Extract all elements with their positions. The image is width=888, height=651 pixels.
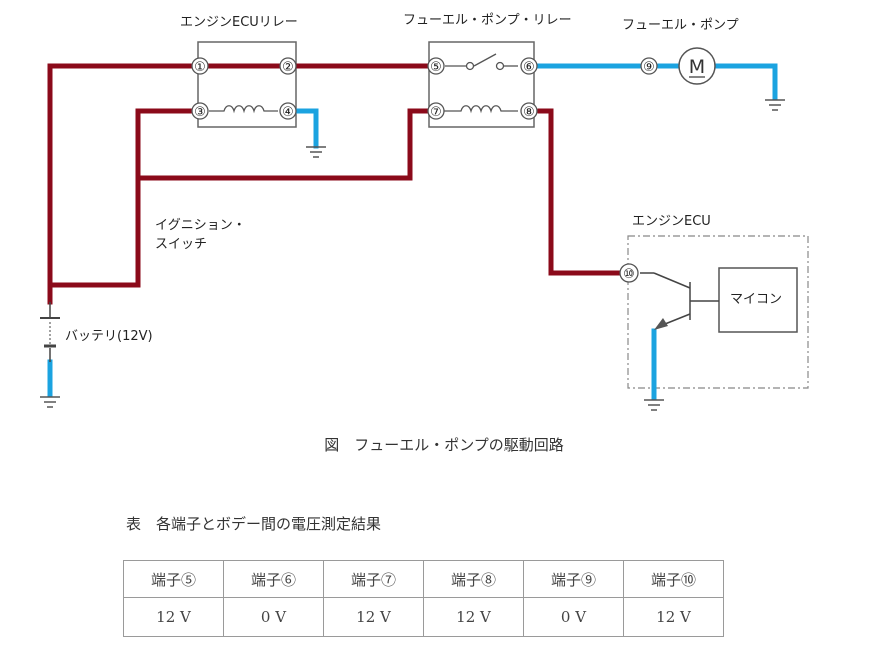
pump-relay-label: フューエル・ポンプ・リレー xyxy=(403,13,572,28)
header-terminal-10: 端子⑩ xyxy=(623,560,724,598)
table-caption: 表 各端子とボデー間の電圧測定結果 xyxy=(126,515,382,533)
positive-wiring xyxy=(47,63,621,305)
wire-ignition-to-terminal-7 xyxy=(135,108,429,181)
microcomputer-label: マイコン xyxy=(730,292,783,307)
header-terminal-8: 端子⑧ xyxy=(423,560,524,598)
voltage-results-table: 端子⑤ 端子⑥ 端子⑦ 端子⑧ 端子⑨ 端子⑩ 12 V 0 V 12 V 12… xyxy=(123,560,724,637)
value-terminal-8: 12 V xyxy=(423,597,524,637)
value-terminal-7: 12 V xyxy=(323,597,424,637)
terminal-7: ⑦ xyxy=(430,105,442,120)
microcomputer-box xyxy=(718,267,798,333)
battery-label: バッテリ(12V) xyxy=(65,329,153,344)
header-terminal-5: 端子⑤ xyxy=(123,560,224,598)
motor-symbol: M xyxy=(689,56,705,78)
header-terminal-6: 端子⑥ xyxy=(223,560,324,598)
pump-relay-box xyxy=(428,41,535,128)
value-terminal-9: 0 V xyxy=(523,597,624,637)
pump-relay-coil-icon xyxy=(441,105,518,114)
value-terminal-10: 12 V xyxy=(623,597,724,637)
ecu-relay-box xyxy=(197,41,297,128)
table-row: 12 V 0 V 12 V 12 V 0 V 12 V xyxy=(123,597,724,637)
terminal-4: ④ xyxy=(282,105,294,120)
wire-terminal-4-to-ground xyxy=(295,108,319,149)
table-header-row: 端子⑤ 端子⑥ 端子⑦ 端子⑧ 端子⑨ 端子⑩ xyxy=(123,560,724,598)
wire-motor-to-ground xyxy=(715,63,778,101)
terminal-numbers: ① ② ③ ④ ⑤ ⑥ ⑦ ⑧ ⑨ ⑩ xyxy=(194,60,655,282)
terminal-5: ⑤ xyxy=(430,60,442,75)
ground-icon xyxy=(40,396,60,408)
engine-ecu-label: エンジンECU xyxy=(632,214,711,229)
relay-coils xyxy=(209,105,518,114)
pump-relay-switch-icon xyxy=(445,53,518,71)
engine-ecu-box xyxy=(627,235,809,389)
ground-icon xyxy=(765,99,785,111)
wire-battery-to-terminal-1 xyxy=(47,63,195,305)
terminal-3: ③ xyxy=(194,105,206,120)
ecu-relay-coil-icon xyxy=(209,105,278,114)
terminal-9: ⑨ xyxy=(643,60,655,75)
header-terminal-9: 端子⑨ xyxy=(523,560,624,598)
terminal-8: ⑧ xyxy=(523,105,535,120)
terminal-1: ① xyxy=(194,60,206,75)
terminal-10: ⑩ xyxy=(623,267,635,282)
ignition-switch-label-line2: スイッチ xyxy=(155,237,208,252)
transistor-icon xyxy=(640,272,719,330)
battery-icon xyxy=(40,302,60,362)
ground-wiring xyxy=(47,63,778,401)
wire-ignition-to-terminal-3 xyxy=(47,108,193,288)
header-terminal-7: 端子⑦ xyxy=(323,560,424,598)
value-terminal-6: 0 V xyxy=(223,597,324,637)
ignition-switch-label-line1: イグニション・ xyxy=(155,218,246,233)
ground-symbols xyxy=(40,99,785,411)
ecu-relay-label: エンジンECUリレー xyxy=(180,15,298,30)
wire-terminal-8-to-terminal-10 xyxy=(537,108,621,276)
fuel-pump-motor-icon xyxy=(678,47,716,85)
fuel-pump-circuit-diagram: M ① ② ③ ④ ⑤ ⑥ ⑦ ⑧ ⑨ ⑩ xyxy=(40,41,809,411)
value-terminal-5: 12 V xyxy=(123,597,224,637)
figure-caption: 図 フューエル・ポンプの駆動回路 xyxy=(324,436,564,454)
ground-icon xyxy=(644,399,664,411)
terminal-6: ⑥ xyxy=(523,60,535,75)
terminal-circles xyxy=(191,57,658,283)
fuel-pump-label: フューエル・ポンプ xyxy=(622,18,739,33)
terminal-2: ② xyxy=(282,60,294,75)
ground-icon xyxy=(306,146,326,158)
